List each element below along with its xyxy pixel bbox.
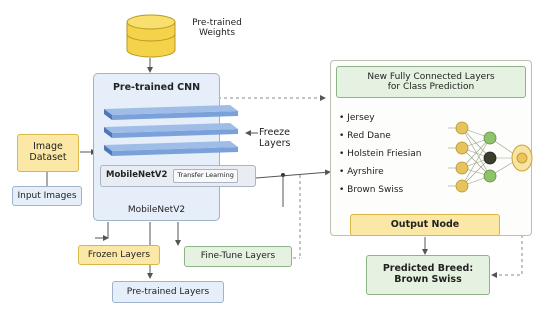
- transfer-tag: Transfer Learning: [173, 169, 238, 183]
- weights-label: Pre-trained Weights: [182, 18, 252, 39]
- cnn-layer-2: [104, 123, 238, 138]
- frozen-layers-box: Frozen Layers: [78, 245, 160, 265]
- class-item: • Holstein Friesian: [339, 149, 422, 159]
- output-node-box: Output Node: [350, 214, 500, 236]
- image-dataset-line2: Dataset: [29, 152, 67, 163]
- fc-title-line1: New Fully Connected Layers: [367, 71, 495, 82]
- image-dataset-line1: Image: [33, 141, 63, 153]
- fc-layers-panel: New Fully Connected Layers for Class Pre…: [330, 60, 532, 236]
- image-dataset-box: Image Dataset: [17, 134, 79, 172]
- nn-node: [483, 151, 497, 165]
- class-item: • Jersey: [339, 113, 375, 123]
- class-label: Red Dane: [347, 131, 391, 141]
- nn-node: [455, 161, 469, 175]
- cnn-layer-3: [104, 141, 238, 156]
- freeze-layers-label: Freeze Layers: [259, 127, 299, 150]
- final-to-prediction-dashed: [491, 175, 523, 278]
- fc-title-box: New Fully Connected Layers for Class Pre…: [336, 66, 526, 98]
- nn-node: [455, 121, 469, 135]
- fine-tune-layers-box: Fine-Tune Layers: [184, 246, 292, 267]
- cnn-out-line: [255, 169, 331, 179]
- model-tag-bar: MobileNetV2 Transfer Learning: [100, 165, 256, 187]
- pretrained-layers-box: Pre-trained Layers: [112, 281, 224, 303]
- class-list: • Jersey • Red Dane • Holstein Friesian …: [339, 113, 449, 203]
- prediction-line2: Brown Swiss: [394, 274, 462, 285]
- input-images-box: Input Images: [12, 186, 82, 206]
- cnn-title: Pre-trained CNN: [112, 82, 201, 93]
- class-item: • Brown Swiss: [339, 185, 404, 195]
- class-label: Ayrshire: [347, 167, 384, 177]
- class-item: • Red Dane: [339, 131, 391, 141]
- weights-label-line2: Weights: [198, 28, 236, 39]
- neural-network-graphic: [448, 121, 533, 193]
- nn-node: [483, 131, 497, 145]
- class-label: Brown Swiss: [347, 185, 404, 195]
- nn-node: [483, 169, 497, 183]
- nn-node: [455, 179, 469, 193]
- output-neuron-core: [516, 152, 528, 164]
- prediction-line1: Predicted Breed:: [382, 263, 474, 275]
- database-icon: [126, 14, 176, 58]
- prediction-box: Predicted Breed: Brown Swiss: [366, 255, 490, 295]
- nn-node: [455, 141, 469, 155]
- class-label: Jersey: [347, 113, 375, 123]
- freeze-line2: Layers: [259, 137, 291, 149]
- freeze-line1: Freeze: [259, 127, 290, 138]
- cnn-layers-graphic: [104, 105, 238, 156]
- fc-title-line2: for Class Prediction: [387, 82, 475, 92]
- class-item: • Ayrshire: [339, 167, 384, 177]
- class-label: Holstein Friesian: [347, 149, 422, 159]
- cnn-footer: MobileNetV2: [127, 205, 186, 215]
- model-tag: MobileNetV2: [106, 170, 168, 181]
- cnn-layer-1: [104, 105, 238, 120]
- weights-label-line1: Pre-trained: [192, 18, 242, 28]
